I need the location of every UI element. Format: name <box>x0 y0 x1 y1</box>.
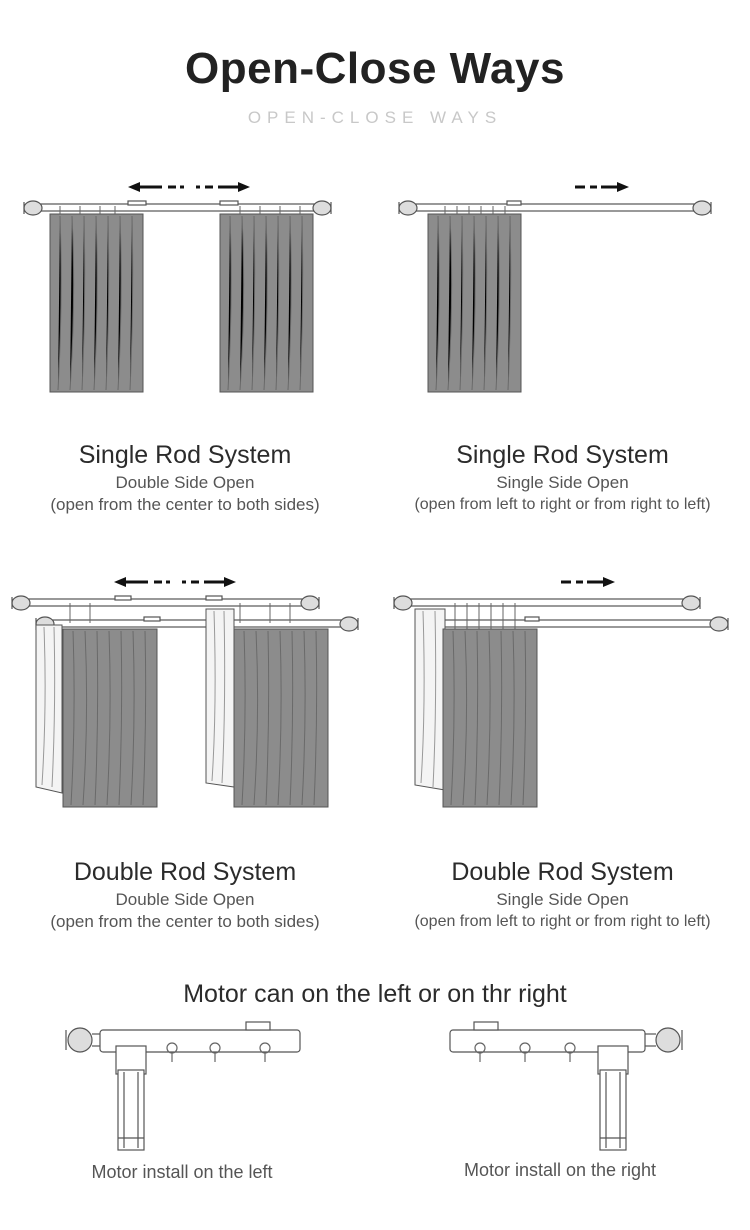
motor-left-caption: Motor install on the left <box>91 1162 273 1182</box>
curtain-rings <box>454 603 516 633</box>
panel-heading: Single Rod System <box>456 441 669 469</box>
double-rod-single-open-illustration <box>393 577 729 808</box>
blackout-curtain <box>442 628 538 808</box>
open-direction-arrows <box>128 182 250 192</box>
sheer-curtain-left <box>35 624 63 794</box>
panel-caption-2: Single Rod System Single Side Open (open… <box>375 440 750 516</box>
motor-rings <box>166 1042 271 1062</box>
open-direction-arrow <box>561 577 615 587</box>
motor-right-caption: Motor install on the right <box>463 1160 657 1180</box>
curtain-rod <box>23 200 332 216</box>
panel-detail: (open from left to right or from right t… <box>414 496 711 513</box>
panel-detail: (open from the center to both sides) <box>50 495 320 514</box>
blackout-curtain-right <box>233 628 329 808</box>
page-subtitle: OPEN-CLOSE WAYS <box>247 108 503 127</box>
motor-rings <box>474 1042 576 1062</box>
curtain-panel-right <box>219 213 314 393</box>
panel-mode: Single Side Open <box>496 473 629 492</box>
single-rod-double-open-illustration <box>23 182 332 393</box>
motor-section-title: Motor can on the left or on thr right <box>183 980 567 1008</box>
panel-caption-1: Single Rod System Double Side Open (open… <box>0 440 370 516</box>
single-rod-single-open-illustration <box>398 182 712 393</box>
blackout-curtain-left <box>62 628 158 808</box>
curtain-panel <box>427 213 522 393</box>
sheer-curtain <box>414 608 446 791</box>
panel-mode: Double Side Open <box>115 473 255 492</box>
back-curtain-rod <box>393 595 701 611</box>
curtain-rings <box>69 603 291 623</box>
double-rod-double-open-illustration <box>11 577 359 808</box>
motor-left-illustration <box>65 1021 301 1151</box>
panel-detail: (open from the center to both sides) <box>50 912 320 931</box>
curtain-rod <box>398 200 712 216</box>
motor-right-illustration <box>449 1021 683 1151</box>
panel-heading: Double Rod System <box>73 858 297 886</box>
panel-detail: (open from left to right or from right t… <box>414 913 711 930</box>
open-direction-arrow <box>575 182 629 192</box>
curtain-panel-left <box>49 213 144 393</box>
panel-mode: Single Side Open <box>496 890 629 909</box>
page-title: Open-Close Ways <box>185 44 565 93</box>
open-direction-arrows <box>114 577 236 587</box>
panel-mode: Double Side Open <box>115 890 255 909</box>
panel-caption-3: Double Rod System Double Side Open (open… <box>0 857 370 933</box>
panel-heading: Double Rod System <box>451 858 674 886</box>
back-curtain-rod <box>11 595 320 611</box>
panel-caption-4: Double Rod System Single Side Open (open… <box>375 857 750 933</box>
panel-heading: Single Rod System <box>78 441 292 469</box>
front-curtain-rod <box>35 616 359 632</box>
sheer-curtain-right <box>205 608 235 788</box>
